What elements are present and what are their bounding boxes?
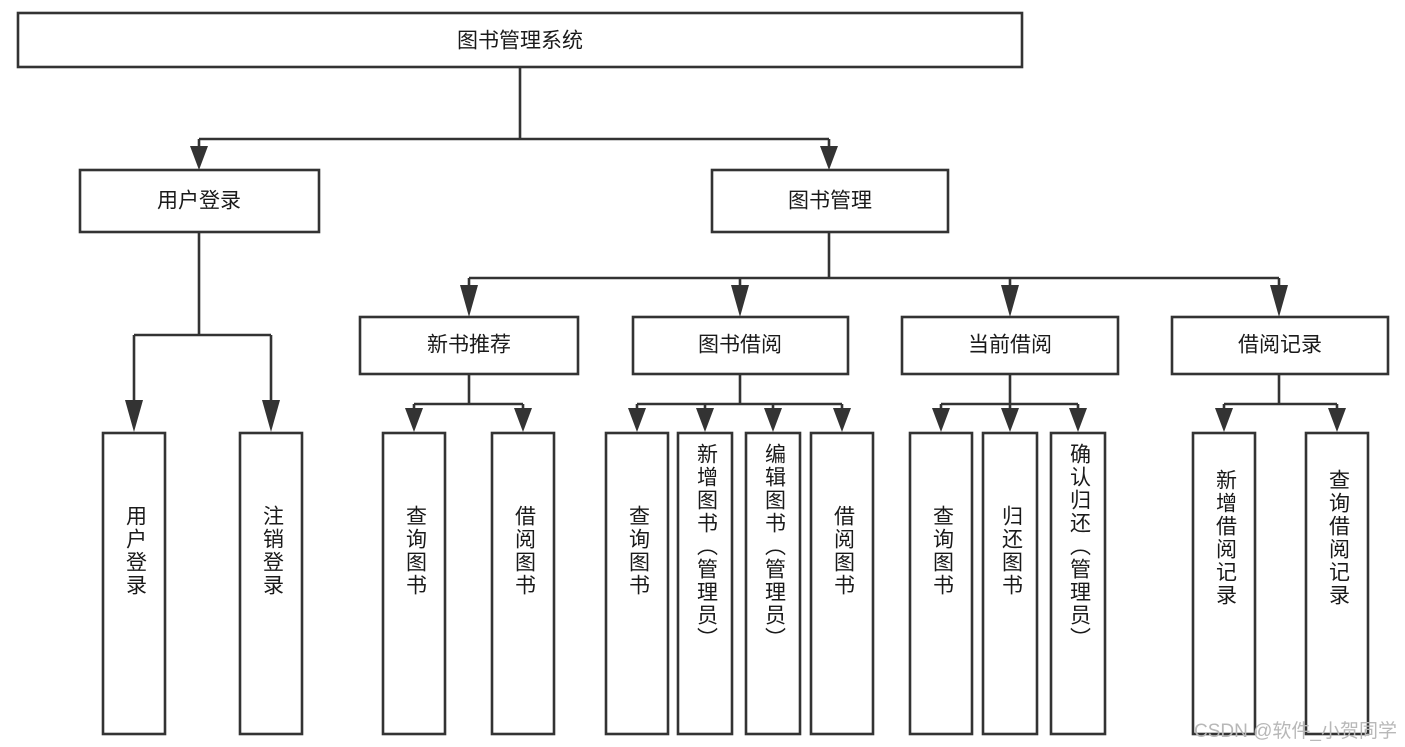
- node-borrow-record[interactable]: [1170, 315, 1390, 376]
- arrow-bookborrow-leaf-2: [696, 408, 714, 432]
- leaf-bookborrow-add-book-admin[interactable]: [676, 431, 734, 736]
- arrow-to-current-borrow: [1001, 285, 1019, 317]
- arrow-newbook-leaf-1: [405, 408, 423, 432]
- leaf-logout[interactable]: [238, 431, 304, 736]
- arrow-bookborrow-leaf-1: [628, 408, 646, 432]
- arrow-borrowrecord-leaf-1: [1215, 408, 1233, 432]
- leaf-bookborrow-edit-book-admin[interactable]: [744, 431, 802, 736]
- leaf-currentborrow-query-book[interactable]: [908, 431, 974, 736]
- leaf-bookborrow-query-book[interactable]: [604, 431, 670, 736]
- leaf-currentborrow-confirm-return-admin[interactable]: [1049, 431, 1107, 736]
- label-root-book-management-system: 图书管理系统: [457, 30, 583, 53]
- node-book-management[interactable]: [710, 168, 950, 234]
- arrow-currentborrow-leaf-1: [932, 408, 950, 432]
- arrow-bookborrow-leaf-4: [833, 408, 851, 432]
- label-book-borrow: 图书借阅: [698, 334, 782, 357]
- arrow-to-book-manage: [820, 146, 838, 170]
- node-box-layer: [16, 11, 1390, 736]
- label-current-borrow: 当前借阅: [968, 334, 1052, 357]
- leaf-bookborrow-borrow-book[interactable]: [809, 431, 875, 736]
- label-book-management: 图书管理: [788, 190, 872, 213]
- arrow-to-leaf-logout: [262, 400, 280, 432]
- arrow-borrowrecord-leaf-2: [1328, 408, 1346, 432]
- arrow-currentborrow-leaf-3: [1069, 408, 1087, 432]
- leaf-borrowrecord-query-record[interactable]: [1304, 431, 1370, 736]
- node-book-borrow[interactable]: [631, 315, 850, 376]
- leaf-currentborrow-return-book[interactable]: [981, 431, 1039, 736]
- leaf-borrowrecord-add-record[interactable]: [1191, 431, 1257, 736]
- arrow-newbook-leaf-2: [514, 408, 532, 432]
- label-new-book-recommend: 新书推荐: [427, 334, 511, 357]
- arrow-currentborrow-leaf-2: [1001, 408, 1019, 432]
- node-current-borrow[interactable]: [900, 315, 1120, 376]
- arrow-to-leaf-user-login: [125, 400, 143, 432]
- leaf-newbook-borrow-book[interactable]: [490, 431, 556, 736]
- label-user-login: 用户登录: [157, 190, 241, 213]
- node-user-login[interactable]: [78, 168, 321, 234]
- label-borrow-record: 借阅记录: [1238, 334, 1322, 357]
- horizontal-label-layer: 图书管理系统 用户登录 图书管理 新书推荐 图书借阅 当前借阅 借阅记录: [157, 30, 1322, 357]
- leaf-user-login[interactable]: [101, 431, 167, 736]
- arrow-to-new-book-recommend: [460, 285, 478, 317]
- leaf-newbook-query-book[interactable]: [381, 431, 447, 736]
- node-new-book-recommend[interactable]: [358, 315, 580, 376]
- connector-layer: [125, 67, 1346, 432]
- arrow-to-borrow-record: [1270, 285, 1288, 317]
- node-root-book-management-system[interactable]: [16, 11, 1024, 69]
- arrow-bookborrow-leaf-3: [764, 408, 782, 432]
- arrow-to-book-borrow: [731, 285, 749, 317]
- arrow-to-user-login: [190, 146, 208, 170]
